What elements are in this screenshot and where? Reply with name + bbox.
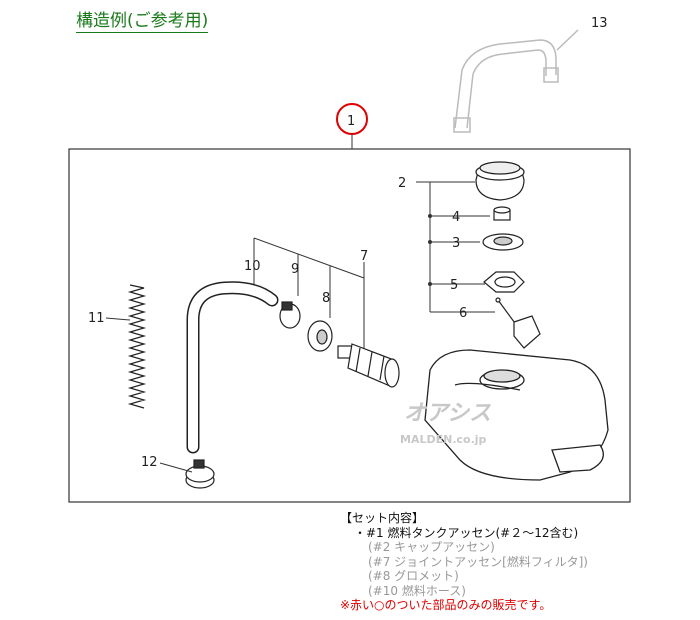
label-7: 7 xyxy=(360,249,368,264)
label-3: 3 xyxy=(452,236,460,251)
fuel-tank xyxy=(424,349,609,481)
cap-part-2 xyxy=(475,161,525,201)
vent-part-4 xyxy=(493,206,511,221)
label-4: 4 xyxy=(452,210,460,225)
set-contents-sub-item: (#10 燃料ホース) xyxy=(368,583,466,598)
label-9: 9 xyxy=(291,262,299,277)
label-2: 2 xyxy=(398,176,406,191)
sales-note: ※赤い○のついた部品のみの販売です。 xyxy=(340,598,552,612)
watermark-site: MALDEN.co.jp xyxy=(400,433,487,446)
filter-part-7 xyxy=(337,343,400,388)
strainer-part-5 xyxy=(483,271,525,293)
assembly-frame xyxy=(68,148,631,503)
gauge-part-6 xyxy=(495,297,541,349)
handle-part-13 xyxy=(453,29,579,133)
seal-part-3 xyxy=(482,233,524,251)
fuel-hose-part-10 xyxy=(186,281,279,454)
page-title: 構造例(ご参考用) xyxy=(76,11,209,33)
grommet-part-8 xyxy=(307,320,333,352)
label-13: 13 xyxy=(591,16,608,31)
set-contents-sub-item: (#8 グロメット) xyxy=(368,569,459,583)
label-11: 11 xyxy=(88,311,105,326)
label-5: 5 xyxy=(450,278,458,293)
label-6: 6 xyxy=(459,306,467,321)
set-contents-sub-item: (#7 ジョイントアッセン[燃料フィルタ]) xyxy=(368,554,588,569)
watermark-logo: オアシス xyxy=(404,401,491,426)
label-1: 1 xyxy=(347,114,355,129)
set-contents-heading: 【セット内容】 xyxy=(340,511,425,525)
label-10: 10 xyxy=(244,259,261,274)
clamp-part-12 xyxy=(185,459,215,489)
set-contents: 【セット内容】 ・#1 燃料タンクアッセン(#２〜12含む) (#2 キャップア… xyxy=(340,511,588,613)
set-contents-sub-item: (#2 キャップアッセン) xyxy=(368,540,495,554)
set-contents-main-item: ・#1 燃料タンクアッセン(#２〜12含む) xyxy=(354,525,579,540)
clip-part-9 xyxy=(279,301,301,329)
label-12: 12 xyxy=(141,455,158,470)
spring-part-11 xyxy=(127,284,147,409)
label-8: 8 xyxy=(322,291,330,306)
